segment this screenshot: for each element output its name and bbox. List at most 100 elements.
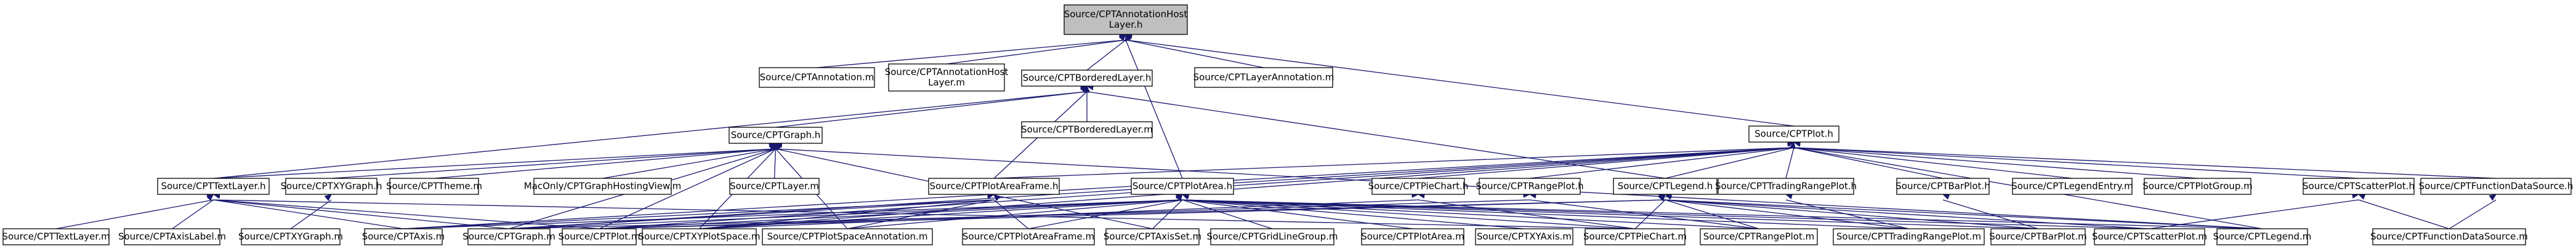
- node-box: [1194, 67, 1333, 88]
- node-tradingrangeplot_m[interactable]: Source/CPTTradingRangePlot.m: [1833, 228, 1985, 245]
- node-label: Source/CPTPieChart.h: [1368, 181, 1469, 192]
- node-label: Source/CPTFunctionDataSource.h: [2419, 181, 2574, 192]
- edge-line: [1086, 39, 1126, 71]
- node-plotarea_h[interactable]: Source/CPTPlotArea.h: [1131, 178, 1234, 195]
- node-textlayer_h[interactable]: Source/CPTTextLayer.h: [157, 178, 270, 195]
- node-label: Source/CPTPieChart.m: [1583, 231, 1687, 242]
- edge-line: [172, 199, 214, 229]
- node-plot_h[interactable]: Source/CPTPlot.h: [1748, 125, 1839, 143]
- node-piechart_m[interactable]: Source/CPTPieChart.m: [1583, 228, 1687, 245]
- edge-line: [2358, 199, 2450, 229]
- node-label: Source/CPTAnnotation.m: [760, 72, 874, 83]
- node-box: [2372, 228, 2526, 245]
- node-rangeplot_h[interactable]: Source/CPTRangePlot.h: [1476, 178, 1584, 195]
- edge-line: [213, 199, 509, 229]
- edge-line: [1028, 199, 1183, 229]
- node-graph_m[interactable]: Source/CPTGraph.m: [462, 228, 555, 245]
- edge-line: [773, 148, 777, 179]
- node-rangeplot_m[interactable]: Source/CPTRangePlot.m: [1700, 228, 1818, 245]
- edge-line: [1665, 199, 2150, 229]
- node-label: Source/CPTScatterPlot.h: [2303, 181, 2415, 192]
- node-label: Source/CPTTheme.m: [386, 181, 482, 192]
- edge-line: [1182, 199, 2038, 229]
- edge-textlayer_h-to-axis_m: [212, 192, 404, 229]
- node-box: [1475, 228, 1573, 245]
- node-legend_m[interactable]: Source/CPTLegend.m: [2213, 228, 2312, 245]
- node-label: Source/CPTPlotArea.m: [1361, 231, 1464, 242]
- node-label: Source/CPTPlotAreaFrame.h: [929, 181, 1058, 192]
- node-label: Source/CPTAxisSet.m: [1104, 231, 1201, 242]
- node-functiondatasource_h[interactable]: Source/CPTFunctionDataSource.h: [2419, 178, 2574, 195]
- node-box: [2420, 178, 2572, 195]
- node-legendentry_m[interactable]: Source/CPTLegendEntry.m: [2011, 178, 2133, 195]
- edge-textlayer_h-to-axislabel_m: [172, 194, 214, 229]
- node-xygraph_h[interactable]: Source/CPTXYGraph.h: [281, 178, 382, 195]
- edge-line: [946, 39, 1126, 65]
- node-xyaxis_m[interactable]: Source/CPTXYAxis.m: [1475, 228, 1573, 245]
- node-textlayer_m[interactable]: Source/CPTTextLayer.m: [2, 228, 110, 245]
- node-theme_m[interactable]: Source/CPTTheme.m: [386, 178, 482, 195]
- node-label: Source/CPTPlot.m: [559, 231, 640, 242]
- node-barplot_m[interactable]: Source/CPTBarPlot.m: [1989, 228, 2087, 245]
- node-borderedlayer_m[interactable]: Source/CPTBorderedLayer.m: [1021, 121, 1153, 138]
- node-plotgroup_m[interactable]: Source/CPTPlotGroup.m: [2142, 178, 2253, 195]
- node-graph_h[interactable]: Source/CPTGraph.h: [729, 127, 823, 144]
- edge-line: [1182, 199, 1525, 229]
- node-box: [888, 63, 1005, 92]
- node-axislabel_m[interactable]: Source/CPTAxisLabel.m: [118, 228, 226, 245]
- node-axis_m[interactable]: Source/CPTAxis.m: [362, 228, 445, 245]
- node-xyplotspace_m[interactable]: Source/CPTXYPlotSpace.m: [638, 228, 761, 245]
- node-plotareaframe_m[interactable]: Source/CPTPlotAreaFrame.m: [962, 228, 1095, 245]
- node-label: Source/CPTGraph.h: [731, 130, 821, 141]
- node-box: [759, 67, 875, 88]
- node-piechart_h[interactable]: Source/CPTPieChart.h: [1368, 178, 1469, 195]
- edge-root-to-annotation_m: [817, 31, 1127, 68]
- node-label: Source/CPTLegendEntry.m: [2011, 181, 2133, 192]
- node-plot_m[interactable]: Source/CPTPlot.m: [559, 228, 640, 245]
- node-label: Source/CPTRangePlot.h: [1476, 181, 1583, 192]
- node-gridlinegroup_m[interactable]: Source/CPTGridLineGroup.m: [1206, 228, 1338, 245]
- node-xygraph_m[interactable]: Source/CPTXYGraph.m: [238, 228, 343, 245]
- edge-line: [2149, 199, 2359, 229]
- node-plotarea_m[interactable]: Source/CPTPlotArea.m: [1361, 228, 1464, 245]
- edge-textlayer_h-to-graph_m: [212, 191, 509, 229]
- node-box: [1210, 228, 1334, 245]
- node-label: Layer.h: [1109, 19, 1143, 30]
- node-annotation_m[interactable]: Source/CPTAnnotation.m: [759, 67, 875, 88]
- edge-line: [213, 91, 1088, 179]
- edge-legend_h-to-piechart_m: [1634, 194, 1666, 229]
- node-functiondatasource_m[interactable]: Source/CPTFunctionDataSource.m: [2370, 228, 2528, 245]
- edge-plotarea_h-to-scatterplot_m: [1181, 191, 2150, 229]
- node-layerannotation_m[interactable]: Source/CPTLayerAnnotation.m: [1193, 67, 1334, 88]
- node-label: Source/CPTTextLayer.h: [161, 181, 265, 192]
- node-tradingrangeplot_h[interactable]: Source/CPTTradingRangePlot.h: [1715, 178, 1857, 195]
- node-label: Source/CPTPlotGroup.m: [2142, 181, 2253, 192]
- edge-root-to-layerannotation_m: [1124, 33, 1264, 68]
- node-plotareaframe_h[interactable]: Source/CPTPlotAreaFrame.h: [928, 178, 1060, 195]
- node-box: [1131, 178, 1234, 195]
- edge-line: [817, 39, 1126, 68]
- node-box: [962, 228, 1095, 245]
- node-axisset_m[interactable]: Source/CPTAxisSet.m: [1104, 228, 1201, 245]
- node-scatterplot_m[interactable]: Source/CPTScatterPlot.m: [2092, 228, 2207, 245]
- edge-line: [1182, 199, 1636, 229]
- edge-line: [1793, 147, 2497, 179]
- node-box: [2216, 228, 2308, 245]
- node-plotspaceannotation_m[interactable]: Source/CPTPlotSpaceAnnotation.m: [762, 228, 933, 245]
- node-box: [2094, 228, 2205, 245]
- edge-line: [1665, 199, 1909, 229]
- node-box: [1361, 228, 1464, 245]
- edge-line: [847, 199, 995, 229]
- node-barplot_h[interactable]: Source/CPTBarPlot.h: [1896, 178, 1990, 195]
- node-borderedlayer_h[interactable]: Source/CPTBorderedLayer.h: [1021, 69, 1153, 87]
- edge-plot_h-to-rangeplot_h: [1529, 140, 1795, 179]
- node-label: Source/CPTAnnotationHost: [1064, 9, 1188, 20]
- node-legend_h[interactable]: Source/CPTLegend.h: [1613, 178, 1718, 195]
- node-label: Layer.m: [928, 77, 965, 88]
- node-macgraph_m[interactable]: MacOnly/CPTGraphHostingView.m: [524, 178, 681, 195]
- node-layer_m[interactable]: Source/CPTLayer.m: [729, 178, 820, 195]
- node-label: Source/CPTPlotSpaceAnnotation.m: [767, 231, 928, 242]
- node-scatterplot_h[interactable]: Source/CPTScatterPlot.h: [2303, 178, 2415, 195]
